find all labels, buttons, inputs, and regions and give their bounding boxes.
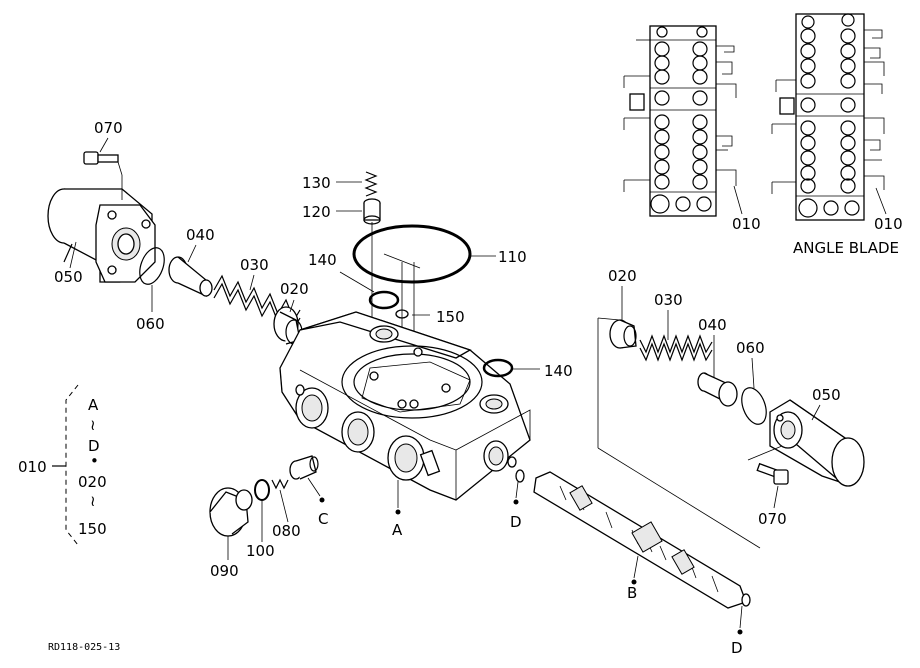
cap-050-right: [769, 399, 865, 487]
label-040-left: 040: [186, 226, 215, 244]
o-ring-060-left: [139, 247, 165, 285]
o-ring-110: [352, 224, 472, 284]
o-ring-140-top: [368, 290, 400, 310]
label-140-side: 140: [544, 362, 573, 380]
plug-120: [363, 198, 381, 225]
label-020-right: 020: [608, 267, 637, 285]
label-100: 100: [246, 542, 275, 560]
label-140-top: 140: [308, 251, 337, 269]
valve-body: [279, 311, 531, 501]
label-080: 080: [272, 522, 301, 540]
label-050-left: 050: [54, 268, 83, 286]
range-dot: •: [90, 452, 99, 470]
label-110: 110: [498, 248, 527, 266]
label-060-right: 060: [736, 339, 765, 357]
callout-D-upper: D: [510, 513, 522, 531]
bolt-070-right: [756, 462, 789, 485]
bolt-070-left: [83, 151, 123, 200]
label-120: 120: [302, 203, 331, 221]
valve-block-angle-blade: [771, 13, 885, 221]
seat-020-right: [609, 319, 637, 349]
label-130: 130: [302, 174, 331, 192]
range-020: 020: [78, 473, 107, 491]
range-tilde-1: ≀: [90, 416, 96, 434]
label-020-left: 020: [280, 280, 309, 298]
spring-080: [271, 478, 289, 490]
label-060-left: 060: [136, 315, 165, 333]
callout-B: B: [627, 584, 637, 602]
label-050-right: 050: [812, 386, 841, 404]
range-tilde-2: ≀: [90, 492, 96, 510]
o-ring-140-side: [482, 358, 514, 378]
spring-130: [364, 171, 378, 197]
range-start-A: A: [88, 396, 99, 414]
label-010-range: 010: [18, 458, 47, 476]
label-090: 090: [210, 562, 239, 580]
callout-C: C: [318, 510, 328, 528]
label-010-angle: 010: [874, 215, 903, 233]
valve-block-standard: [623, 25, 737, 217]
label-070-right: 070: [758, 510, 787, 528]
figure-code: RD118-025-13: [48, 642, 120, 653]
cap-050-left: [47, 188, 156, 283]
caption-angle-blade: ANGLE BLADE: [793, 239, 899, 257]
range-bracket: 010 A ≀ D • 020 ≀ 150: [18, 384, 107, 546]
label-150: 150: [436, 308, 465, 326]
seat-040-left: [168, 256, 213, 298]
callout-A: A: [392, 521, 403, 539]
label-030-right: 030: [654, 291, 683, 309]
o-ring-060-right: [741, 387, 767, 425]
label-040-right: 040: [698, 316, 727, 334]
spool-B: [533, 471, 747, 609]
label-010-block: 010: [732, 215, 761, 233]
seat-040-right: [697, 372, 738, 407]
range-150: 150: [78, 520, 107, 538]
o-ring-100: [254, 479, 270, 501]
poppet-C: [289, 455, 319, 480]
label-070-left: 070: [94, 119, 123, 137]
spring-030-right: [639, 334, 713, 362]
range-D: D: [88, 437, 100, 455]
plug-090: [209, 487, 253, 537]
label-030-left: 030: [240, 256, 269, 274]
callout-D-lower: D: [731, 639, 743, 657]
